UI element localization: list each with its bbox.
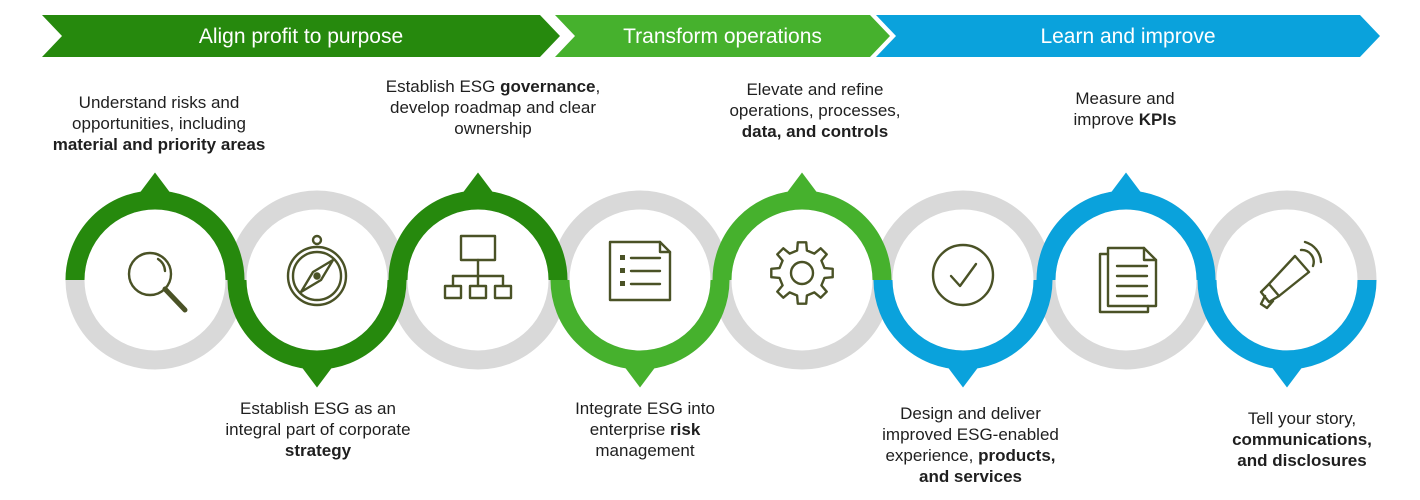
ring-pointer-6 xyxy=(948,367,978,388)
caption-step-5: Elevate and refine operations, processes,… xyxy=(705,79,925,142)
megaphone-icon xyxy=(1259,240,1323,310)
phase-banner-2: Transform operations xyxy=(555,15,890,57)
caption-line: strategy xyxy=(198,440,438,461)
caption-text: Establish ESG as an xyxy=(240,399,396,418)
caption-bold-text: and disclosures xyxy=(1237,451,1367,470)
caption-step-3: Establish ESG governance,develop roadmap… xyxy=(362,76,624,139)
caption-bold-text: risk xyxy=(670,420,701,439)
magnifier-icon xyxy=(127,251,188,313)
caption-line: improve KPIs xyxy=(1035,109,1215,130)
caption-line: and services xyxy=(858,466,1083,487)
ring-pointer-5 xyxy=(787,172,817,193)
caption-step-1: Understand risks and opportunities, inclu… xyxy=(30,92,288,155)
ring-pointer-2 xyxy=(302,367,332,388)
ring-pointer-8 xyxy=(1272,367,1302,388)
phase-banner-1: Align profit to purpose xyxy=(42,15,560,57)
gear-icon xyxy=(770,241,834,305)
caption-line: management xyxy=(535,440,755,461)
caption-text: improve xyxy=(1073,110,1139,129)
ring-arc-3 xyxy=(388,190,568,281)
caption-line: Understand risks and xyxy=(30,92,288,113)
caption-line: communications, xyxy=(1192,429,1412,450)
phase-chevron xyxy=(876,15,1380,57)
caption-text: Design and deliver xyxy=(900,404,1041,423)
caption-text: Establish ESG xyxy=(385,77,501,96)
caption-line: ownership xyxy=(362,118,624,139)
ring-arc-2 xyxy=(227,279,407,370)
ring-arc-6 xyxy=(873,279,1053,370)
caption-line: Integrate ESG into xyxy=(535,398,755,419)
caption-text: , xyxy=(595,77,601,96)
caption-text: Tell your story, xyxy=(1247,409,1357,428)
caption-text: Measure and xyxy=(1075,89,1175,108)
phase-label: Learn and improve xyxy=(1040,25,1215,48)
ring-arc-1 xyxy=(65,190,245,281)
caption-line: data, and controls xyxy=(705,121,925,142)
phase-label: Align profit to purpose xyxy=(199,25,403,48)
caption-text: Integrate ESG into xyxy=(575,399,715,418)
caption-text: Elevate and refine xyxy=(746,80,884,99)
caption-line: material and priority areas xyxy=(30,134,288,155)
caption-bold-text: governance xyxy=(500,77,596,96)
caption-bold-text: strategy xyxy=(284,441,352,460)
caption-text: Understand risks and xyxy=(78,93,240,112)
caption-line: Tell your story, xyxy=(1192,408,1412,429)
documents-icon xyxy=(1098,246,1158,314)
caption-line: enterprise risk xyxy=(535,419,755,440)
caption-line: operations, processes, xyxy=(705,100,925,121)
caption-line: experience, products, xyxy=(858,445,1083,466)
caption-text: improved ESG-enabled xyxy=(882,425,1059,444)
caption-line: Establish ESG governance, xyxy=(362,76,624,97)
checklist-document-icon xyxy=(608,240,672,302)
ring-pointer-3 xyxy=(463,172,493,193)
phase-chevron xyxy=(42,15,560,57)
caption-line: Measure and xyxy=(1035,88,1215,109)
caption-text: ownership xyxy=(454,119,532,138)
caption-line: Elevate and refine xyxy=(705,79,925,100)
caption-text: enterprise xyxy=(589,420,671,439)
caption-line: improved ESG-enabled xyxy=(858,424,1083,445)
ring-arc-4 xyxy=(550,279,730,370)
caption-line: opportunities, including xyxy=(30,113,288,134)
caption-bold-text: communications, xyxy=(1232,430,1372,449)
phase-chevron xyxy=(555,15,890,57)
caption-bold-text: data, and controls xyxy=(741,122,889,141)
caption-bold-text: and services xyxy=(918,467,1022,486)
caption-line: Design and deliver xyxy=(858,403,1083,424)
ring-pointer-4 xyxy=(625,367,655,388)
ring-arc-8 xyxy=(1197,279,1377,370)
caption-text: integral part of corporate xyxy=(225,420,411,439)
caption-step-2: Establish ESG as an integral part of corp… xyxy=(198,398,438,461)
caption-text: experience, xyxy=(885,446,979,465)
ring-pointer-1 xyxy=(140,172,170,193)
caption-step-8: Tell your story, communications, and discl… xyxy=(1192,408,1412,471)
compass-icon xyxy=(286,234,348,307)
ring-pointer-7 xyxy=(1111,172,1141,193)
checkmark-circle-icon xyxy=(931,243,995,307)
org-chart-icon xyxy=(443,234,513,300)
ring-arc-7 xyxy=(1036,190,1216,281)
caption-bold-text: KPIs xyxy=(1138,110,1177,129)
ring-arc-5 xyxy=(712,190,892,281)
phase-label: Transform operations xyxy=(623,25,822,48)
phase-banner-3: Learn and improve xyxy=(876,15,1380,57)
caption-line: Establish ESG as an xyxy=(198,398,438,419)
caption-line: and disclosures xyxy=(1192,450,1412,471)
caption-line: integral part of corporate xyxy=(198,419,438,440)
caption-line: develop roadmap and clear xyxy=(362,97,624,118)
caption-text: management xyxy=(595,441,695,460)
caption-bold-text: material and priority areas xyxy=(52,135,266,154)
caption-bold-text: products, xyxy=(978,446,1056,465)
caption-text: develop roadmap and clear xyxy=(389,98,597,117)
caption-text: opportunities, including xyxy=(72,114,246,133)
caption-text: operations, processes, xyxy=(729,101,901,120)
